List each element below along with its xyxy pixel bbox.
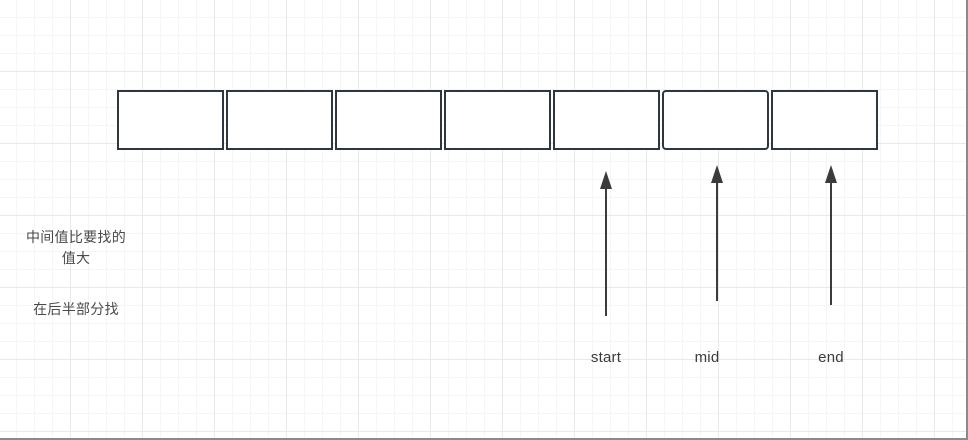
array-row bbox=[117, 90, 878, 152]
array-cell-5[interactable] bbox=[662, 90, 769, 150]
end-pointer-arrow[interactable] bbox=[823, 164, 839, 307]
action-note: 在后半部分找 bbox=[33, 301, 119, 317]
array-cell-4[interactable] bbox=[553, 90, 660, 150]
start-pointer-arrow[interactable] bbox=[598, 170, 614, 318]
array-cell-3[interactable] bbox=[444, 90, 551, 150]
start-pointer-label: start bbox=[590, 349, 622, 366]
array-cell-2[interactable] bbox=[335, 90, 442, 150]
mid-pointer-label: mid bbox=[694, 349, 720, 366]
end-pointer-label: end bbox=[818, 349, 844, 366]
array-cell-0[interactable] bbox=[117, 90, 224, 150]
mid-pointer-arrow[interactable] bbox=[709, 164, 725, 303]
array-cell-6[interactable] bbox=[771, 90, 878, 150]
compare-note: 中间值比要找的 值大 bbox=[25, 229, 127, 266]
array-cell-1[interactable] bbox=[226, 90, 333, 150]
